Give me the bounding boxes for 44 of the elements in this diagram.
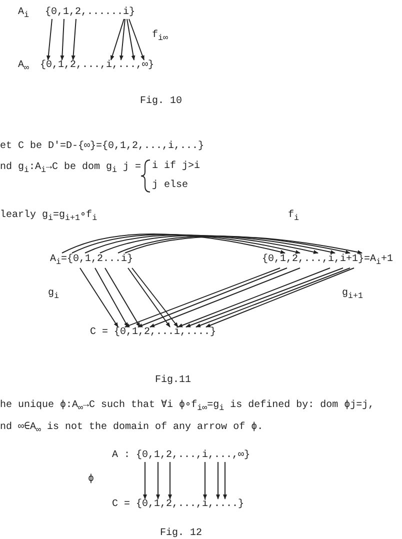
arrow: [119, 18, 126, 60]
arrow: [128, 18, 144, 60]
set-expression: {0,1,2,...,i,...,∞}: [40, 60, 154, 72]
arrow: [128, 268, 170, 328]
set-expression: C = {0,1,2,...,i,....}: [112, 499, 244, 511]
arrow: [104, 268, 140, 328]
figure-caption: Fig. 12: [160, 528, 202, 539]
arrow: [132, 268, 178, 328]
arrow: [94, 268, 128, 328]
set-expression: {0,1,2,......i}: [45, 7, 136, 19]
function-label: g$_{i}$: [48, 288, 60, 302]
arrow: [80, 268, 118, 328]
arrow: [126, 18, 136, 60]
arrow: [46, 18, 52, 60]
function-label: g$_{i+1}$: [342, 288, 364, 302]
arrow: [71, 18, 76, 60]
arrow: [216, 462, 220, 500]
arrow: [110, 18, 124, 60]
arrow: [100, 235, 336, 254]
function-label: f$_{i}$: [288, 210, 300, 224]
function-label: f$_{i∞}$: [152, 30, 168, 44]
set-expression: {0,1,2,...,i,i+1}=A$_{i}$+1: [262, 254, 394, 268]
arrow: [203, 462, 207, 500]
arrow: [60, 18, 64, 60]
text-line: he unique ϕ:A$_{∞}$→C such that ∀i ϕ∘f$_{i∞}$=g$_{i}$ is defined by: dom ϕj=j,: [0, 400, 374, 414]
arrow: [143, 462, 147, 500]
arrow: [223, 462, 227, 500]
function-label: ϕ: [88, 474, 94, 486]
figure-caption: Fig. 10: [140, 96, 182, 108]
text-line: nd g$_{i}$:A$_{i}$→C be dom g$_{i}$ j =: [0, 162, 142, 176]
text-line: j else: [152, 180, 188, 192]
text-line: i if j>i: [152, 161, 200, 173]
text-line: nd ∞∈A$_{∞}$ is not the domain of any arrow of ϕ.: [0, 422, 264, 436]
set-expression: A : {0,1,2,...,i,...,∞}: [112, 450, 250, 462]
set-name: A$_{∞}$: [18, 60, 30, 74]
set-name: A$_{i}$: [18, 7, 30, 21]
arrow: [156, 462, 160, 500]
set-expression: A$_{i}$={0,1,2...i}: [50, 254, 134, 268]
arrow: [150, 268, 300, 328]
text-line: learly g$_{i}$=g$_{i+1}$∘f$_{i}$: [0, 210, 98, 224]
text-line: et C be D'=D-{∞}={0,1,2,...,i,...}: [0, 141, 204, 153]
set-expression: C = {0,1,2,...i,....}: [90, 327, 216, 339]
arrow: [168, 462, 172, 500]
figure-caption: Fig.11: [155, 375, 192, 387]
